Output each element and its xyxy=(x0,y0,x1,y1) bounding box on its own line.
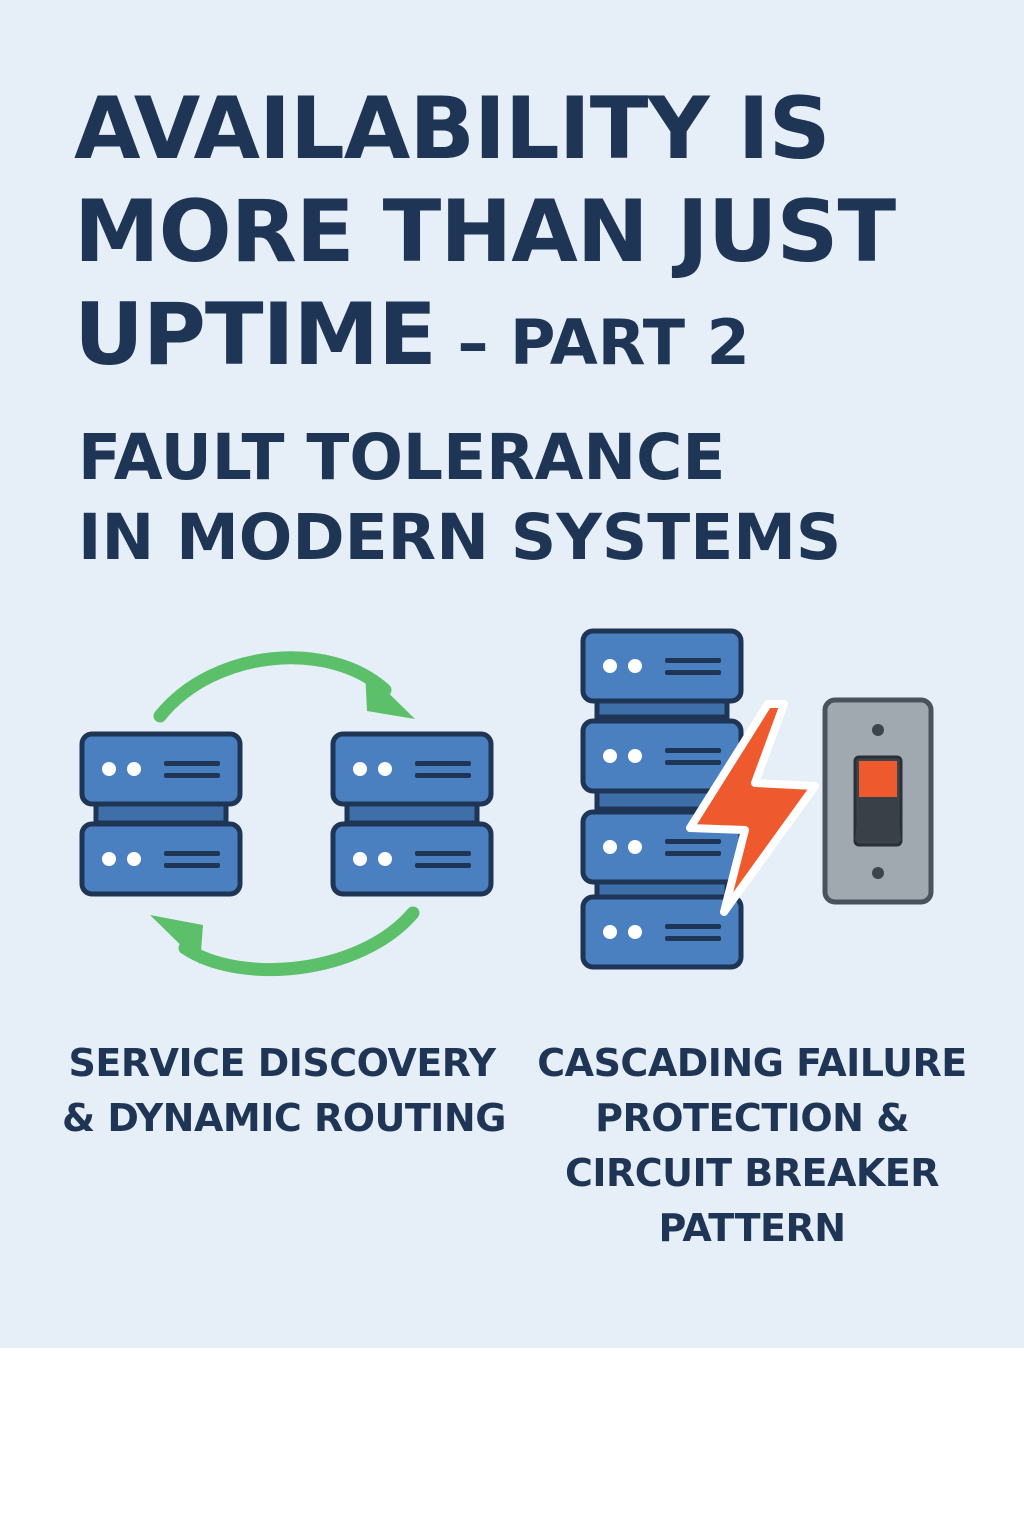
title-line-1: AVAILABILITY IS xyxy=(74,79,831,179)
title-line-3: UPTIME – PART 2 xyxy=(74,284,974,394)
caption-right-line-3: CIRCUIT BREAKER xyxy=(564,1151,940,1195)
server-icon xyxy=(82,734,240,894)
server-icon xyxy=(333,734,491,894)
page-subtitle: FAULT TOLERANCE IN MODERN SYSTEMS xyxy=(78,418,978,578)
title-line-2: MORE THAN JUST xyxy=(74,182,896,282)
caption-circuit-breaker: CASCADING FAILURE PROTECTION & CIRCUIT B… xyxy=(532,1036,972,1256)
page-title: AVAILABILITY IS MORE THAN JUST UPTIME – … xyxy=(74,78,974,394)
subtitle-line-2: IN MODERN SYSTEMS xyxy=(78,501,842,574)
poster-background: AVAILABILITY IS MORE THAN JUST UPTIME – … xyxy=(0,0,1024,1348)
caption-right-line-2: PROTECTION & xyxy=(595,1096,909,1140)
caption-right-line-4: PATTERN xyxy=(658,1206,846,1250)
circuit-breaker-switch-icon xyxy=(822,697,934,905)
refresh-arrows-icon xyxy=(150,651,420,976)
caption-right-line-1: CASCADING FAILURE xyxy=(537,1041,967,1085)
caption-service-discovery: SERVICE DISCOVERY & DYNAMIC ROUTING xyxy=(62,1036,506,1146)
subtitle-line-1: FAULT TOLERANCE xyxy=(78,421,726,494)
title-line-3-main: UPTIME xyxy=(74,285,437,385)
lightning-icon xyxy=(686,700,819,916)
illustration-canvas xyxy=(0,0,934,976)
caption-left-line-2: & DYNAMIC ROUTING xyxy=(62,1096,506,1140)
caption-left-line-1: SERVICE DISCOVERY xyxy=(68,1041,497,1085)
title-part-label: – PART 2 xyxy=(435,306,750,379)
